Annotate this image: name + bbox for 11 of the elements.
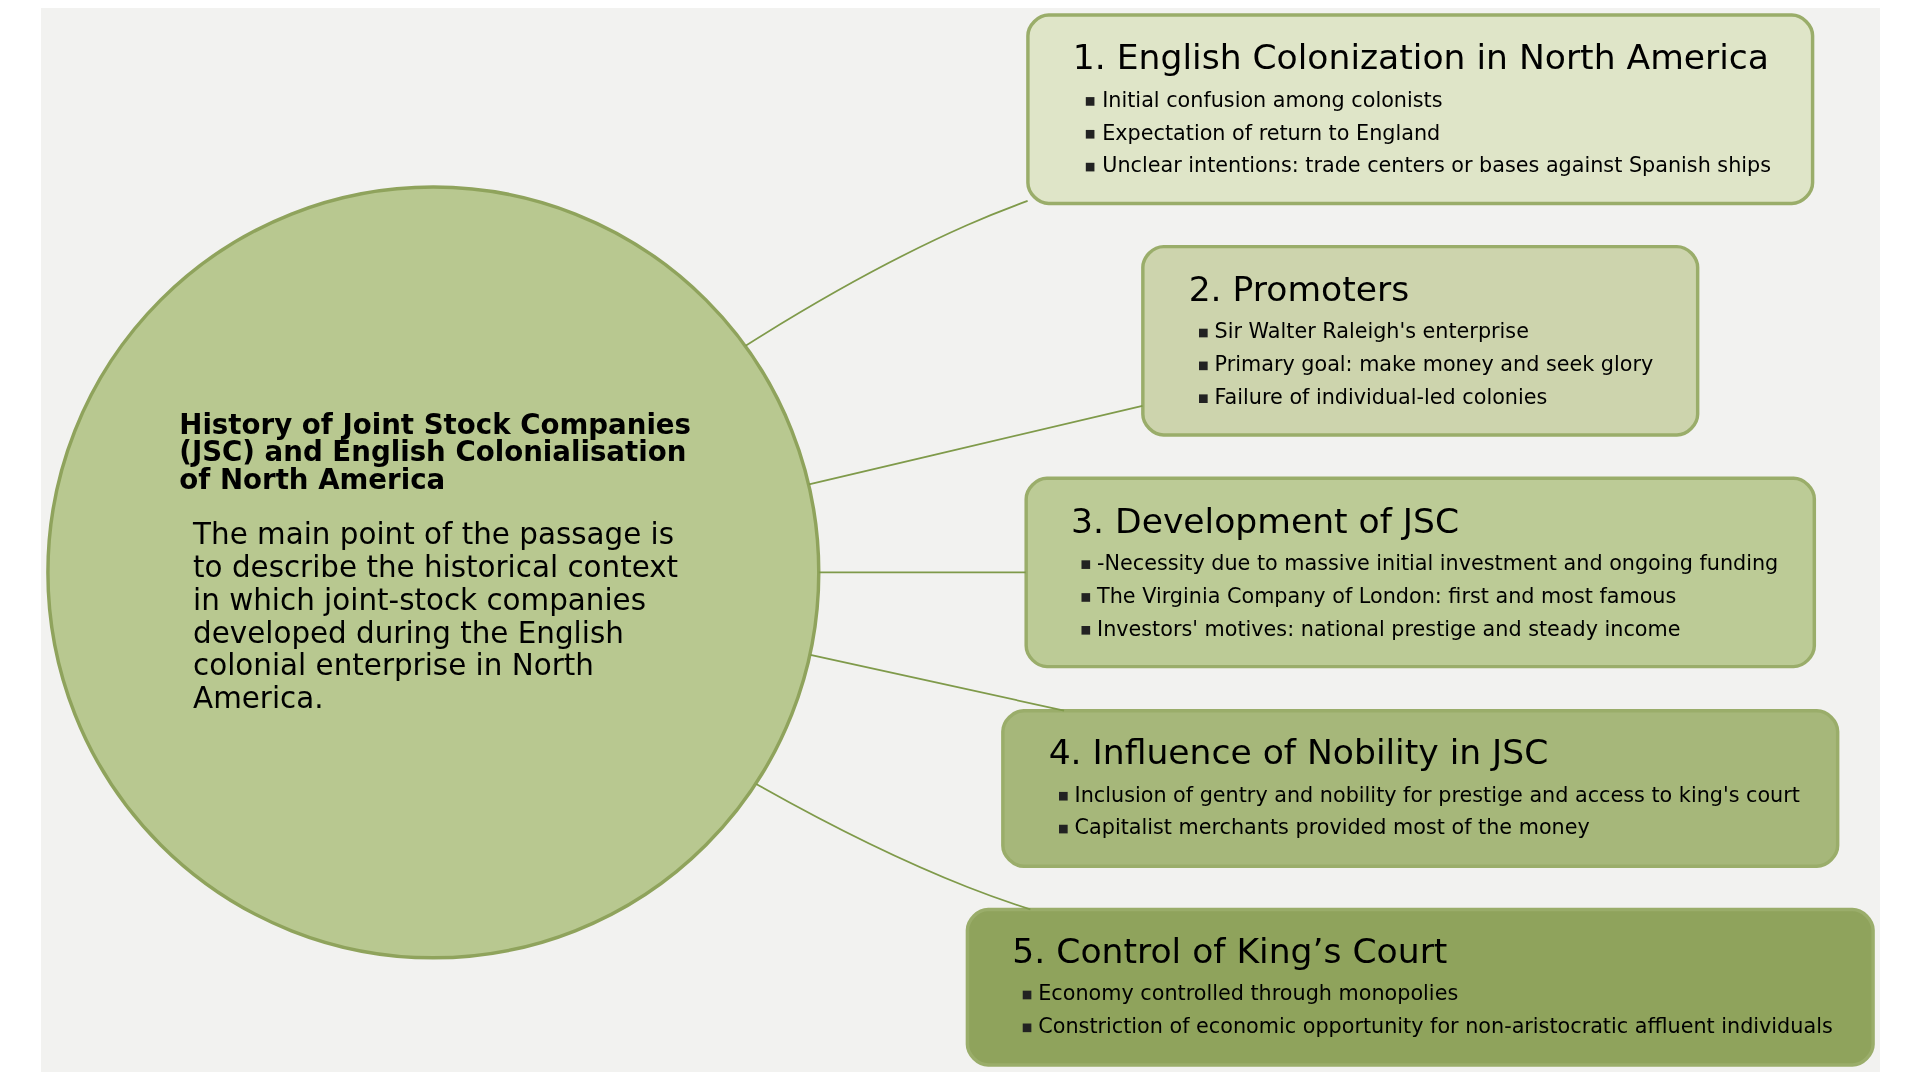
connector: [809, 654, 1065, 712]
connector: [754, 783, 1031, 911]
node-box: 2. Promoters Sir Walter Raleigh's enterprise Primary goal: make money and seek glory Failure of individual-led colonies: [1140, 244, 1699, 437]
node-box: 1. English Colonization in North America Initial confusion among colonists Expectation of return to England Unclear intentions: trade centers or bases against Spanish ships: [1025, 13, 1814, 206]
node-box: 4. Influence of Nobility in JSC Inclusion of gentry and nobility for prestige and access to king's court Capitalist merchants provided most of the money: [1000, 708, 1839, 868]
node-box: 3. Development of JSC -Necessity due to massive initial investment and ongoing funding The Virginia Company of London: first and most famous Investors' motives: national prestige and steady income: [1023, 476, 1816, 669]
node-box: 5. Control of King’s Court Economy controlled through monopolies Constriction of economic opportunity for non-aristocratic affluent individuals: [965, 907, 1875, 1067]
connector: [817, 571, 1027, 574]
node-circle: History of Joint Stock Companies (JSC) and English Colonialisation of North America The main point of the passage is to describe the historical context in which joint-stock companies developed during the English colonial enterprise in North America.: [45, 185, 820, 960]
connector: [744, 200, 1028, 347]
connector: [807, 404, 1143, 486]
